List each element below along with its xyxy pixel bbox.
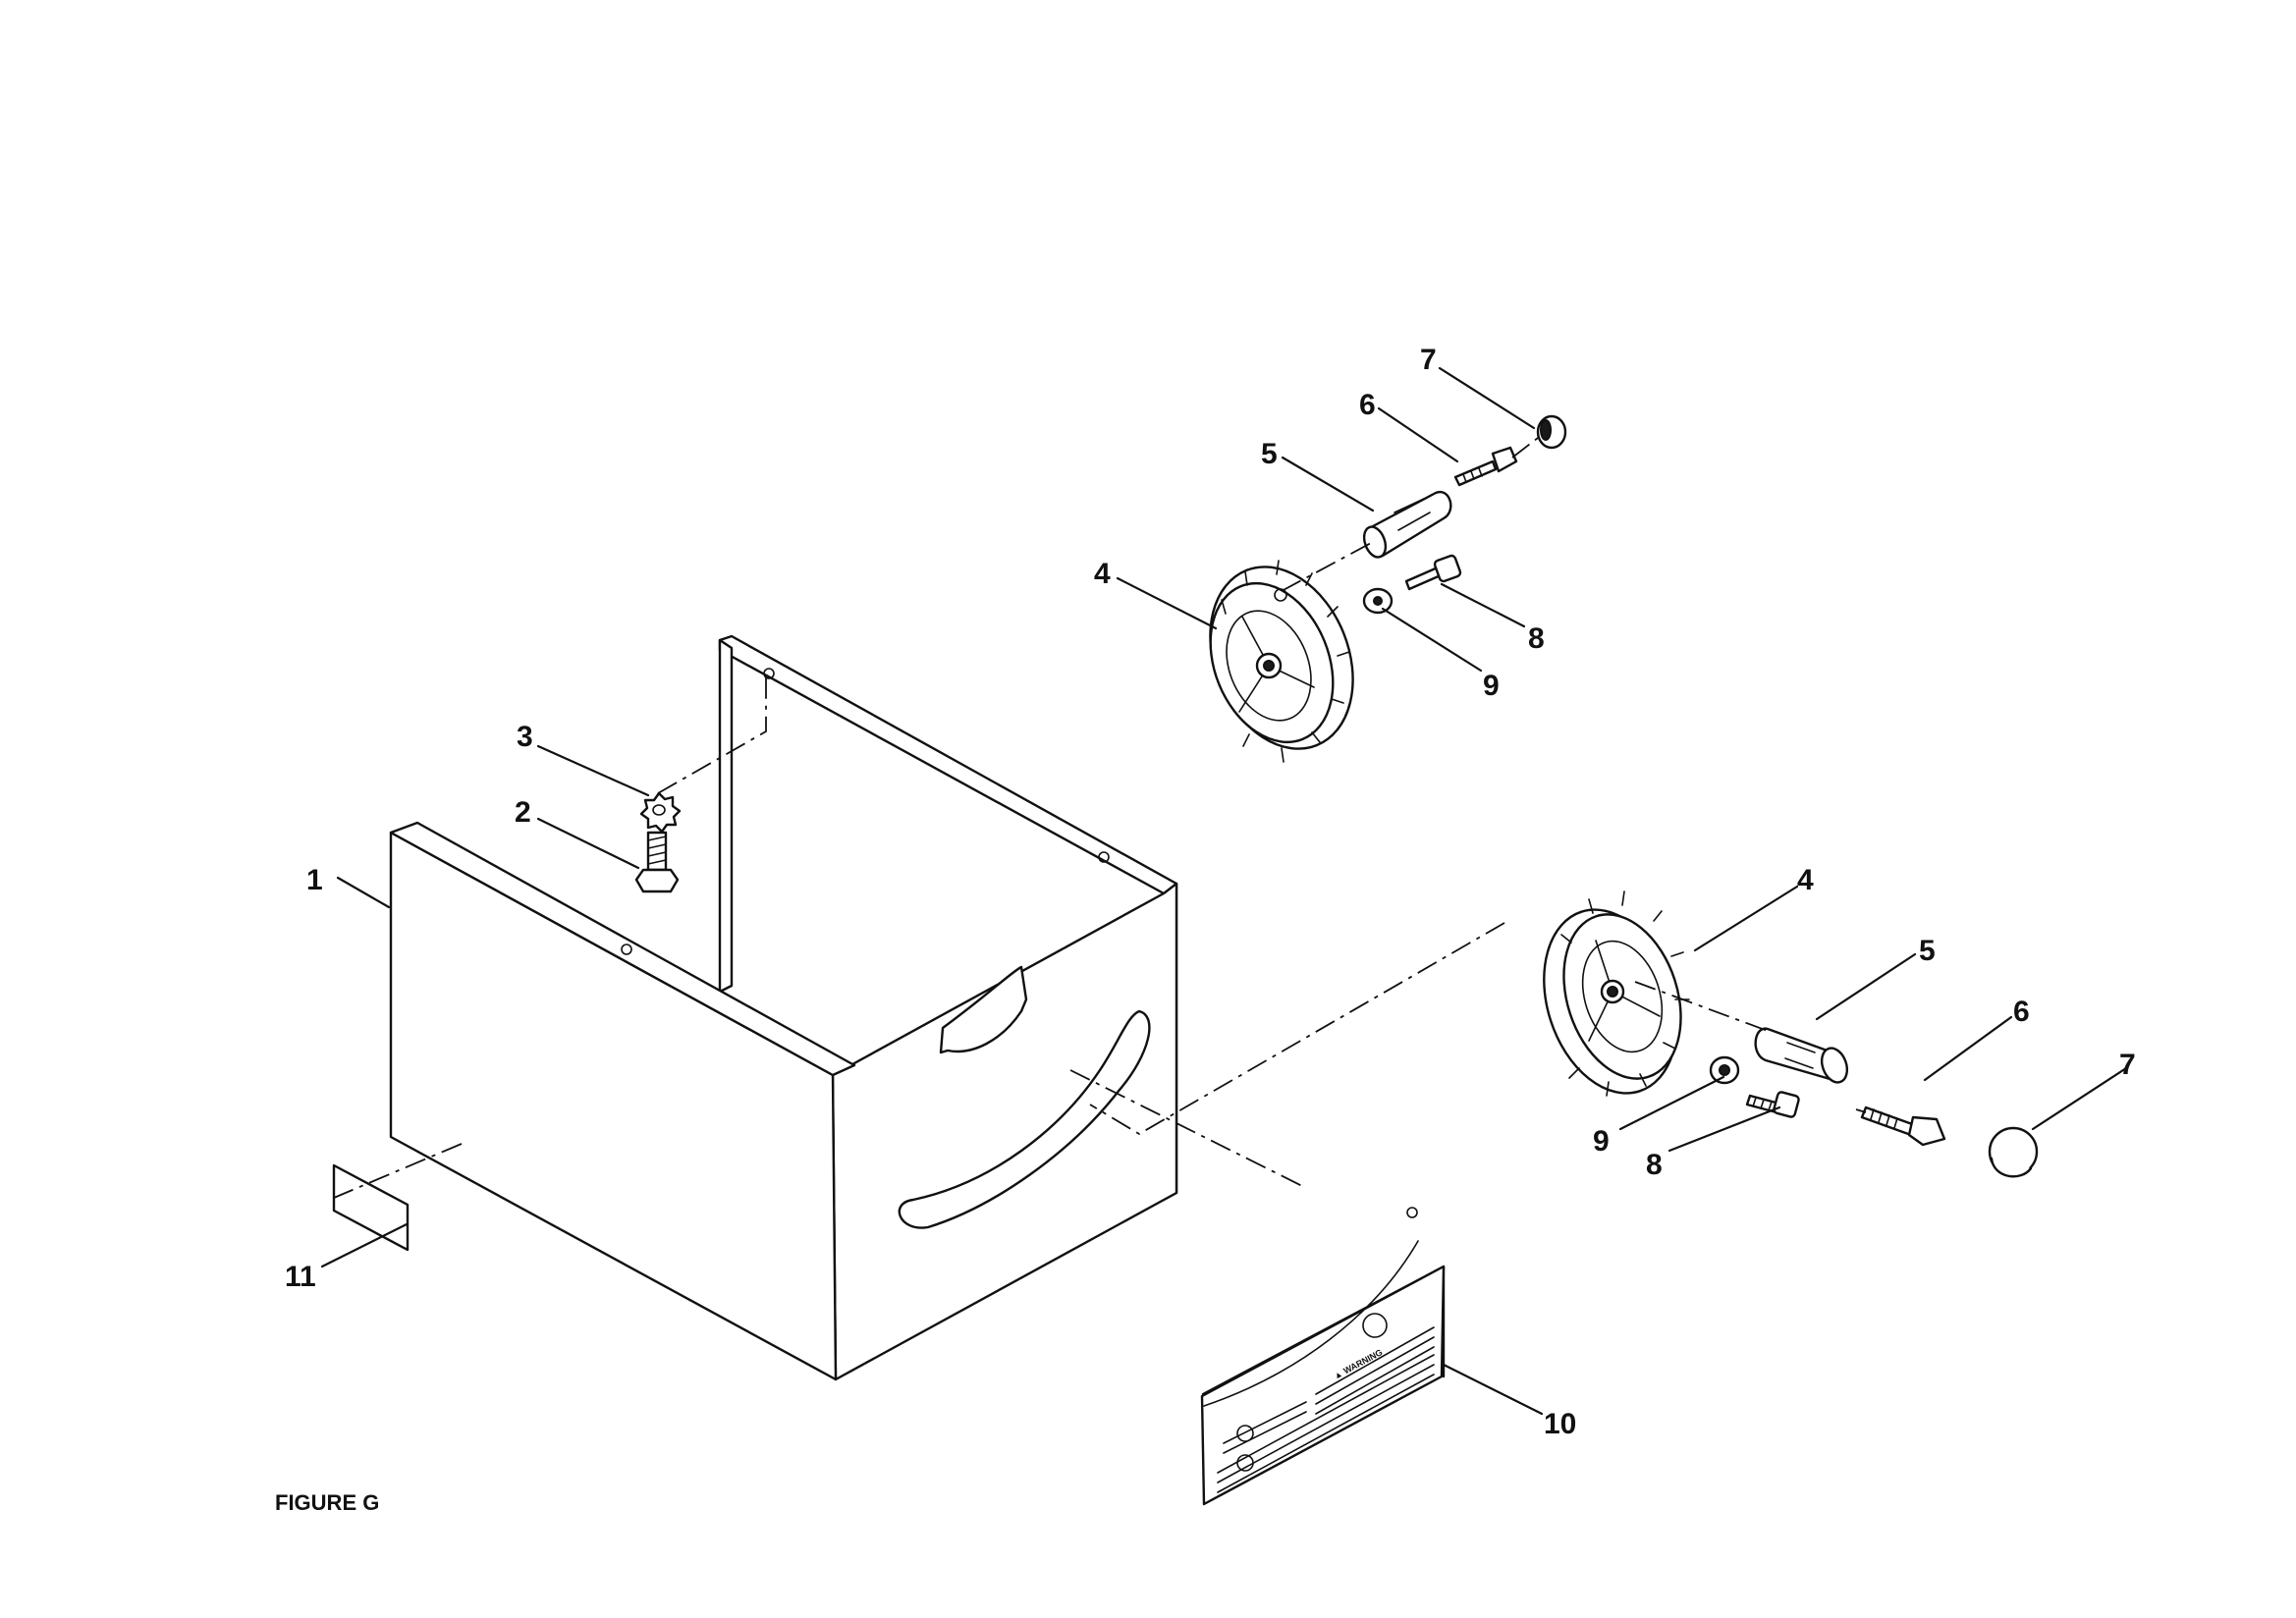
callout-4-lower: 4 <box>1797 864 1814 896</box>
callout-4-upper: 4 <box>1094 558 1111 590</box>
callout-9-upper: 9 <box>1483 670 1500 702</box>
callout-numbers: 1 2 3 4 5 6 7 8 9 4 5 6 7 9 8 10 11 <box>285 344 2136 1440</box>
callout-8-upper: 8 <box>1528 622 1545 655</box>
callout-1: 1 <box>306 864 323 896</box>
part-3-star-washer <box>639 791 682 834</box>
part-11-label <box>332 1163 410 1252</box>
callout-5-lower: 5 <box>1919 935 1936 967</box>
callout-7-upper: 7 <box>1420 344 1437 376</box>
lower-handwheel-assembly <box>1543 890 2039 1178</box>
part-10-warning-label: ▲ WARNING <box>1200 1207 1446 1506</box>
callout-10: 10 <box>1544 1408 1576 1440</box>
upper-handwheel-assembly <box>1209 414 1567 763</box>
callout-9-lower: 9 <box>1593 1125 1610 1158</box>
callout-6-lower: 6 <box>2013 996 2030 1028</box>
callout-11: 11 <box>285 1261 316 1293</box>
callout-6-upper: 6 <box>1359 389 1376 421</box>
assembly-centerlines <box>333 677 1505 1199</box>
stand-housing <box>389 634 1178 1381</box>
figure-caption: FIGURE G <box>275 1490 379 1515</box>
leader-lines <box>320 366 2128 1416</box>
callout-5-upper: 5 <box>1261 438 1278 470</box>
callout-3: 3 <box>517 721 533 753</box>
callout-2: 2 <box>515 796 531 829</box>
callout-7-lower: 7 <box>2119 1049 2136 1081</box>
callout-8-lower: 8 <box>1646 1149 1663 1181</box>
part-2-bolt <box>634 831 680 893</box>
